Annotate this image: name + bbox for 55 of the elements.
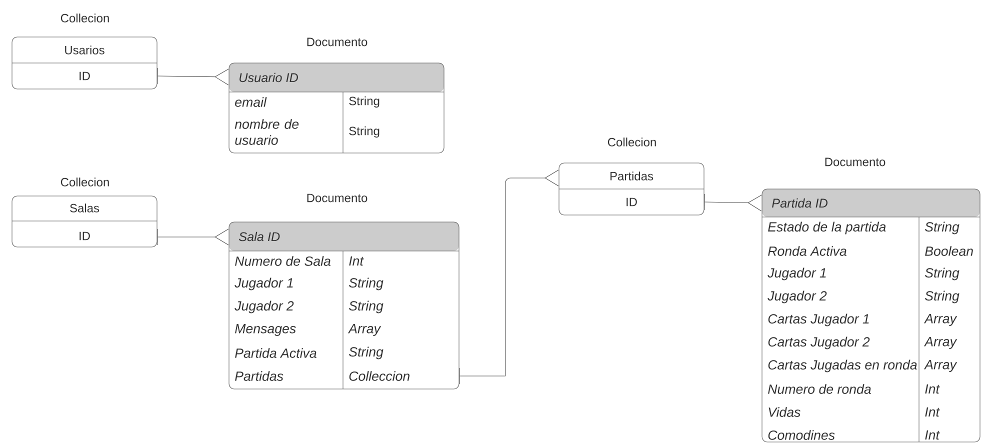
field-type: String (348, 278, 384, 290)
id-field: ID (80, 232, 90, 240)
field-name: Numero de ronda (768, 384, 871, 394)
field-type: Int (925, 430, 940, 440)
field-name: Cartas Jugador 2 (768, 336, 870, 350)
relationship-line (704, 194, 762, 212)
field-type: Colleccion (349, 371, 410, 381)
field-type: Array (924, 337, 958, 349)
field-type: Array (924, 360, 958, 372)
field-type: Int (925, 384, 940, 394)
heading-label: Collecion (60, 14, 109, 22)
field-type: Array (348, 324, 382, 336)
field-type: Int (925, 407, 940, 417)
field-name: email (235, 97, 267, 107)
collection-name: Usarios (65, 46, 104, 54)
field-name: Comodines (768, 430, 835, 440)
field-type: String (924, 222, 960, 234)
field-name: Numero de Sala (235, 256, 330, 266)
id-field: ID (80, 72, 90, 80)
field-name: Cartas Jugador 1 (768, 314, 869, 326)
table-header: Partida ID (762, 189, 980, 217)
field-name: Cartas Jugadas en ronda (768, 360, 917, 372)
field-name: Jugador 1 (768, 268, 826, 280)
field-type: Boolean (925, 246, 973, 256)
field-name: Partidas (235, 371, 284, 381)
heading-label: Collecion (608, 138, 656, 146)
field-type: String (924, 290, 960, 304)
field-type: String (348, 300, 384, 314)
field-type: String (349, 126, 380, 138)
field-type: Int (349, 256, 364, 266)
relationship-line (459, 170, 559, 384)
heading-label: Documento (307, 194, 368, 202)
field-name: Mensages (235, 324, 296, 336)
field-type: String (349, 96, 380, 108)
id-field: ID (626, 198, 637, 206)
field-type: String (348, 346, 384, 360)
field-type: String (924, 268, 960, 280)
table-header: Sala ID (229, 222, 459, 251)
field-name: Vidas (768, 407, 800, 417)
field-type: Array (924, 314, 958, 326)
field-name: Jugador 2 (768, 290, 827, 304)
heading-label: Documento (825, 158, 886, 166)
relationship-line (157, 68, 229, 86)
relationship-line (157, 228, 229, 246)
heading-label: Documento (307, 38, 368, 46)
field-name: Ronda Activa (768, 246, 846, 256)
field-name: nombre de usuario (234, 119, 299, 145)
field-name: Estado de la partida (768, 222, 886, 234)
field-name: Jugador 1 (234, 278, 293, 290)
heading-label: Collecion (60, 178, 109, 186)
field-name: Jugador 2 (234, 300, 294, 314)
collection-name: Salas (70, 204, 100, 212)
field-name: Partida Activa (235, 348, 316, 358)
collection-name: Partidas (610, 172, 654, 180)
table-header: Usuario ID (229, 63, 444, 92)
